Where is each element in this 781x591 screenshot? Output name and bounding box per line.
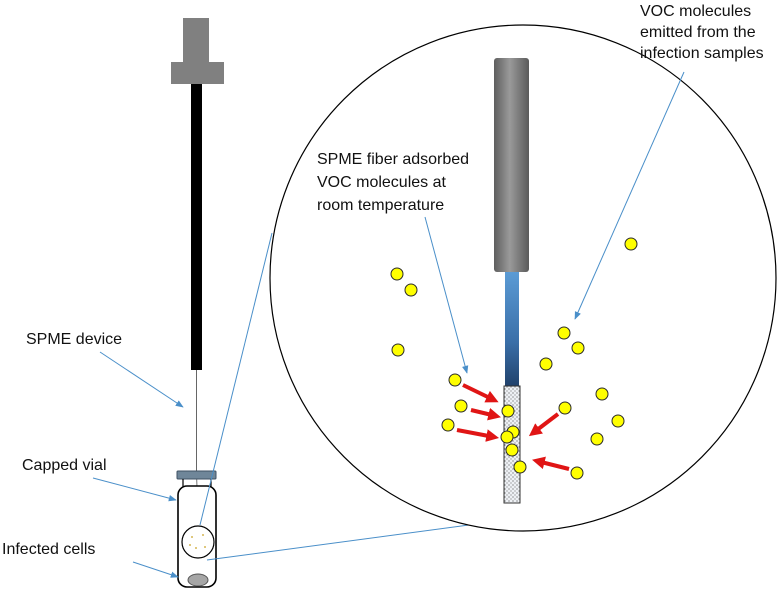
label-fiber-adsorbed-line: VOC molecules at — [317, 174, 446, 191]
headspace-dot — [204, 546, 206, 548]
voc-molecule — [624, 237, 638, 251]
infected-cells-pellet — [187, 573, 209, 587]
label-voc-emitted-line: emitted from the — [640, 24, 756, 41]
voc-molecule — [404, 283, 418, 297]
adsorption-arrows — [456, 383, 570, 471]
label-voc-emitted-line: infection samples — [640, 45, 764, 62]
label-capped-vial: Capped vial — [22, 457, 107, 474]
voc-molecule — [448, 373, 462, 387]
voc-molecule — [595, 387, 609, 401]
headspace-dot — [195, 547, 197, 549]
voc-molecule — [441, 418, 455, 432]
voc-molecule — [391, 343, 405, 357]
adsorption-arrow — [462, 383, 499, 403]
label-spme-device: SPME device — [26, 331, 122, 348]
zoom-line-bottom — [206, 518, 515, 561]
capped-vial — [176, 470, 217, 588]
headspace-dot — [202, 534, 204, 536]
voc-molecule — [570, 466, 584, 480]
headspace-dot — [189, 544, 191, 546]
adsorption-arrow — [528, 412, 560, 437]
vial-headspace-circle — [181, 525, 215, 559]
fiber-holder — [494, 58, 529, 272]
spme-plunger-flange — [171, 62, 224, 84]
voc-molecules — [390, 237, 638, 480]
voc-molecule — [500, 430, 514, 444]
adsorption-arrow — [456, 428, 500, 442]
label-fiber-adsorbed-line: SPME fiber adsorbed — [317, 151, 469, 168]
label-fiber-adsorbed: SPME fiber adsorbed VOC molecules at roo… — [317, 151, 474, 214]
adsorption-arrow — [470, 407, 501, 421]
voc-molecule — [505, 443, 519, 457]
arrow-fiber-adsorbed — [424, 216, 469, 374]
zoom-line-top — [199, 232, 273, 526]
arrow-capped-vial — [92, 477, 177, 502]
voc-molecule — [390, 267, 404, 281]
voc-molecule — [501, 404, 515, 418]
adsorption-arrow — [532, 456, 570, 471]
headspace-dot — [191, 536, 193, 538]
arrow-spme-device — [99, 351, 184, 408]
spme-device — [171, 18, 224, 543]
voc-molecule — [513, 460, 527, 474]
magnified-view-circle — [269, 24, 777, 532]
voc-molecule — [454, 399, 468, 413]
arrow-voc-emitted — [574, 71, 685, 320]
spme-plunger-knob — [183, 18, 209, 62]
label-fiber-adsorbed-line: room temperature — [317, 197, 444, 214]
label-voc-emitted-line: VOC molecules — [640, 3, 751, 20]
voc-molecule — [590, 432, 604, 446]
voc-molecule — [557, 326, 571, 340]
voc-molecule — [558, 401, 572, 415]
arrow-infected-cells — [132, 561, 179, 578]
label-voc-emitted: VOC molecules emitted from the infection… — [640, 3, 764, 62]
fiber-needle-blue — [505, 272, 519, 389]
vial-cap — [176, 470, 217, 480]
voc-molecule — [539, 357, 553, 371]
label-infected-cells: Infected cells — [2, 541, 95, 558]
voc-molecule — [611, 414, 625, 428]
spme-barrel — [191, 84, 202, 370]
voc-molecule — [571, 341, 585, 355]
